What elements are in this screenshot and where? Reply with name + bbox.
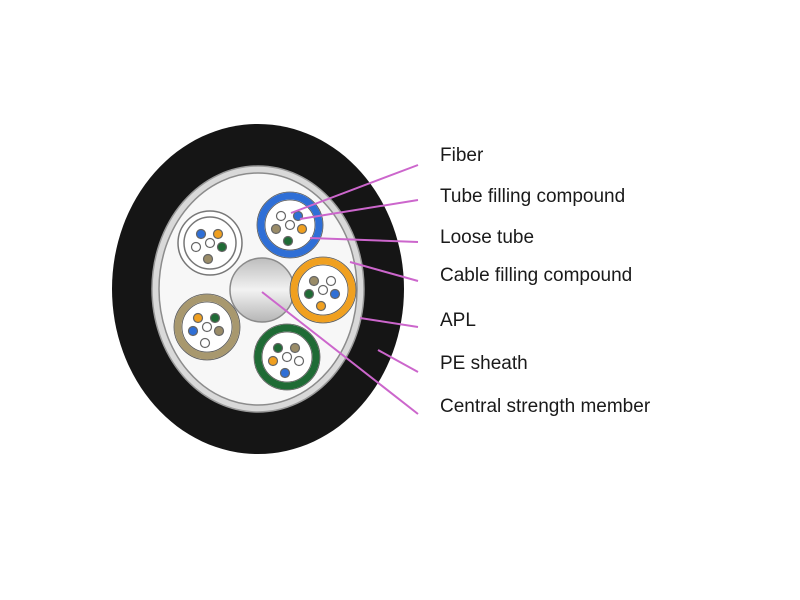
fiber-white	[190, 241, 202, 253]
fiber-blue	[329, 288, 341, 300]
leader-line-apl	[359, 317, 419, 328]
label-loose-tube: Loose tube	[440, 227, 535, 248]
fiber-blue	[187, 325, 199, 337]
label-central-strength-member: Central strength member	[440, 396, 651, 417]
fiber-white	[201, 321, 213, 333]
fiber-white	[293, 355, 305, 367]
tube-inner-outline	[297, 264, 349, 316]
fiber-orange	[267, 355, 279, 367]
label-cable-filling-compound: Cable filling compound	[440, 265, 633, 286]
orange-tube	[289, 256, 357, 324]
fiber-white	[199, 337, 211, 349]
leader-line-loose-tube	[309, 237, 419, 243]
label-fiber: Fiber	[440, 145, 484, 166]
fiber-orange	[192, 312, 204, 324]
label-pe-sheath: PE sheath	[440, 353, 528, 374]
tube-inner-outline	[264, 199, 316, 251]
leader-line-fiber	[290, 164, 419, 214]
fiber-green	[216, 241, 228, 253]
blue-tube	[256, 191, 324, 259]
fiber-green	[209, 312, 221, 324]
fiber-green	[282, 235, 294, 247]
green-tube	[253, 323, 321, 391]
leader-line-tube-filling-compound	[299, 199, 419, 220]
label-tube-filling-compound: Tube filling compound	[440, 186, 626, 207]
leader-line-central-strength-member	[261, 291, 419, 415]
fiber-orange	[212, 228, 224, 240]
loose-tubes	[173, 191, 357, 391]
fiber-green	[272, 342, 284, 354]
leader-lines	[261, 164, 419, 415]
fiber-blue	[195, 228, 207, 240]
central-strength-member	[229, 257, 295, 323]
fiber-white	[204, 237, 216, 249]
fiber-white	[325, 275, 337, 287]
label-apl: APL	[440, 310, 476, 331]
tube-outline	[256, 191, 324, 259]
fiber-tan	[289, 342, 301, 354]
fiber-tan	[270, 223, 282, 235]
tube-outline	[289, 256, 357, 324]
white-tube	[177, 210, 243, 276]
fiber-white	[317, 284, 329, 296]
fiber-white	[281, 351, 293, 363]
fiber-tan	[202, 253, 214, 265]
tube-inner-outline	[181, 301, 233, 353]
tube-inner-outline	[261, 331, 313, 383]
tube-outline	[253, 323, 321, 391]
fiber-white	[284, 219, 296, 231]
leader-line-pe-sheath	[377, 349, 419, 373]
fiber-orange	[315, 300, 327, 312]
tube-outline	[173, 293, 241, 361]
tan-tube	[173, 293, 241, 361]
leader-line-cable-filling-compound	[349, 261, 419, 282]
fiber-green	[303, 288, 315, 300]
fiber-blue	[279, 367, 291, 379]
fiber-tan	[213, 325, 225, 337]
fiber-tan	[308, 275, 320, 287]
fiber-orange	[296, 223, 308, 235]
fiber-white	[275, 210, 287, 222]
